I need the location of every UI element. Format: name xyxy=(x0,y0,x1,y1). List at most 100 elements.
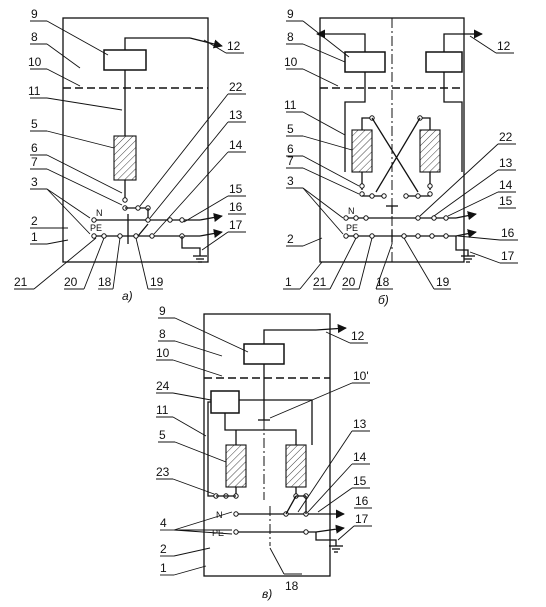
leaders-a xyxy=(14,20,246,290)
wire-b-7 xyxy=(371,117,419,193)
label-c-15: 15 xyxy=(353,474,367,488)
node-a-8 xyxy=(179,217,185,223)
node-b-21 xyxy=(415,233,421,239)
caption-c: в) xyxy=(262,587,272,601)
arrow-b-3 xyxy=(455,211,477,221)
label-a-11: 11 xyxy=(28,84,41,98)
node-a-10 xyxy=(101,233,107,239)
label-c-24: 24 xyxy=(156,379,170,393)
arrow-a-1 xyxy=(199,212,223,222)
caption-a: а) xyxy=(122,289,133,303)
label-c-11: 11 xyxy=(156,403,169,417)
node-b-15 xyxy=(431,215,437,221)
label-b-5: 5 xyxy=(287,122,294,136)
label-a-14: 14 xyxy=(229,138,243,152)
node-b-9 xyxy=(415,193,421,199)
line12-a xyxy=(124,37,190,50)
wire-b-4 xyxy=(443,72,463,172)
leaders-c xyxy=(156,317,372,576)
label-a-3: 3 xyxy=(31,175,38,189)
node-b-22 xyxy=(429,233,435,239)
label-b-9: 9 xyxy=(287,7,294,21)
label-a-6: 6 xyxy=(31,141,38,155)
label-a-12: 12 xyxy=(227,39,241,53)
bus-label-n-c: N xyxy=(216,510,223,520)
label-a-7: 7 xyxy=(31,155,38,169)
labels-c: 9 8 10 24 11 5 23 4 2 1 18 12 10' 13 14 … xyxy=(156,304,369,601)
meter-b-right xyxy=(425,51,463,73)
node-a-9 xyxy=(91,233,97,239)
arrow-c-3 xyxy=(315,524,345,534)
wire-c-3 xyxy=(239,399,313,445)
label-b-18: 18 xyxy=(376,275,390,289)
node-b-16 xyxy=(443,215,449,221)
node-a-12 xyxy=(133,233,139,239)
node-b-14 xyxy=(415,215,421,221)
node-b-20 xyxy=(401,233,407,239)
bus-label-n-b: N xyxy=(348,206,355,216)
label-c-10: 10 xyxy=(156,346,170,360)
node-a-5 xyxy=(91,217,97,223)
arrow-a-2 xyxy=(199,228,223,238)
arrow12-a xyxy=(189,37,223,49)
label-b-19: 19 xyxy=(436,275,450,289)
node-b-13 xyxy=(363,215,369,221)
label-b-17: 17 xyxy=(501,249,515,263)
leaders-b xyxy=(283,20,518,290)
node-b-8 xyxy=(381,193,387,199)
meter-b-left xyxy=(344,51,386,73)
label-a-19: 19 xyxy=(150,275,164,289)
label-b-2: 2 xyxy=(287,232,294,246)
label-c-10prime: 10' xyxy=(353,369,369,383)
wire-c-13 xyxy=(285,495,297,515)
label-c-16: 16 xyxy=(355,494,369,508)
node-b-17 xyxy=(343,233,349,239)
meter-c xyxy=(243,343,285,365)
label-b-15: 15 xyxy=(499,194,513,208)
bus-label-pe-a: PE xyxy=(90,223,102,233)
label-a-1: 1 xyxy=(31,230,38,244)
label-a-2: 2 xyxy=(31,214,38,228)
label-c-2: 2 xyxy=(160,542,167,556)
label-b-13: 13 xyxy=(499,156,513,170)
panel-c: N PE 9 8 10 24 xyxy=(156,304,372,601)
breaker5-a xyxy=(113,135,137,181)
wire-b-3 xyxy=(344,72,366,172)
wire-b-16 xyxy=(455,236,469,256)
label-b-10: 10 xyxy=(284,55,298,69)
label-b-12: 12 xyxy=(497,39,511,53)
label-c-8: 8 xyxy=(159,327,166,341)
bus-label-pe-b: PE xyxy=(346,223,358,233)
cabinet-a xyxy=(62,17,209,263)
node-b-3 xyxy=(359,183,365,189)
label-a-15: 15 xyxy=(229,182,243,196)
label-b-11: 11 xyxy=(284,98,297,112)
label-c-4: 4 xyxy=(160,516,167,530)
label-c-18: 18 xyxy=(285,579,299,593)
label-a-17: 17 xyxy=(229,218,243,232)
label-b-8: 8 xyxy=(287,30,294,44)
bus-label-n-a: N xyxy=(96,208,103,218)
wire-c-5 xyxy=(224,413,297,445)
label-a-10: 10 xyxy=(28,55,42,69)
label-c-13: 13 xyxy=(353,417,367,431)
node-a-11 xyxy=(117,233,123,239)
label-b-7: 7 xyxy=(287,154,294,168)
arrow-c-1 xyxy=(315,324,347,334)
panel-b: N PE 9 8 xyxy=(283,7,518,307)
breaker5-c-left xyxy=(225,444,247,488)
wire-a-5 xyxy=(137,223,149,237)
label-b-3: 3 xyxy=(287,174,294,188)
breaker5-c-right xyxy=(285,444,307,488)
label-a-21: 21 xyxy=(14,275,28,289)
label-a-8: 8 xyxy=(31,30,38,44)
wire-c-4 xyxy=(207,401,216,497)
label-b-22: 22 xyxy=(499,130,513,144)
node-c-6 xyxy=(233,511,239,517)
label-b-16: 16 xyxy=(501,226,515,240)
wire-b-1 xyxy=(340,33,366,52)
label-a-22: 22 xyxy=(229,80,243,94)
label-a-18: 18 xyxy=(98,275,112,289)
